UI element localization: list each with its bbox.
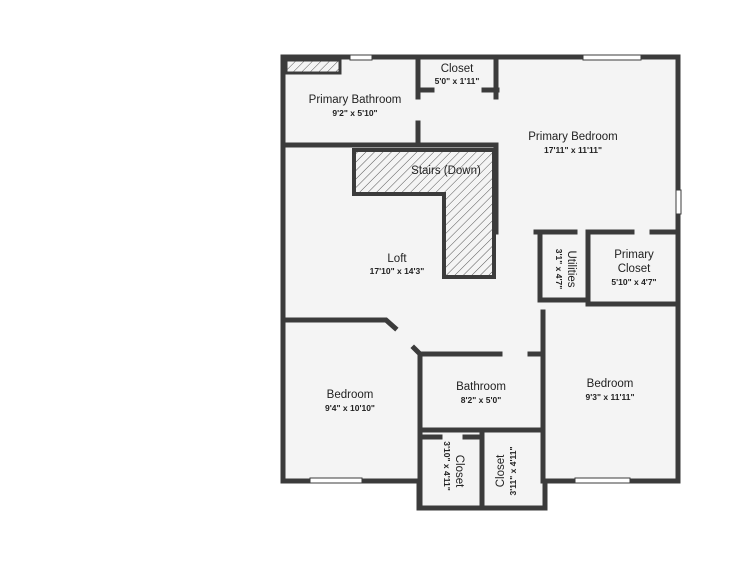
dims-primary-bedroom: 17'11" x 11'11" bbox=[544, 145, 602, 155]
label-closet-bottom-left: Closet bbox=[453, 455, 465, 488]
label-bathroom: Bathroom bbox=[456, 381, 506, 393]
label-primary-bedroom: Primary Bedroom bbox=[528, 131, 617, 143]
label-stairs: Stairs (Down) bbox=[411, 165, 481, 177]
dims-utilities: 3'1" x 4'7" bbox=[554, 249, 564, 289]
label-primary-closet-line2: Closet bbox=[618, 263, 651, 275]
dims-bathroom: 8'2" x 5'0" bbox=[461, 395, 501, 405]
label-utilities: Utilities bbox=[565, 250, 577, 287]
dims-closet-bottom-right: 3'11" x 4'11" bbox=[508, 447, 518, 496]
tub-hatch bbox=[284, 58, 342, 75]
label-bedroom-left: Bedroom bbox=[327, 389, 374, 401]
dims-primary-closet: 5'10" x 4'7" bbox=[611, 277, 656, 287]
label-primary-bathroom: Primary Bathroom bbox=[309, 94, 402, 106]
room-labels: Primary Bathroom 9'2" x 5'10" Closet 5'0… bbox=[309, 63, 657, 495]
label-bedroom-right: Bedroom bbox=[587, 378, 634, 390]
label-closet-top: Closet bbox=[441, 63, 474, 75]
label-closet-bottom-right: Closet bbox=[495, 454, 507, 487]
label-loft: Loft bbox=[387, 253, 407, 265]
dims-bedroom-right: 9'3" x 11'11" bbox=[586, 392, 635, 402]
label-primary-closet-line1: Primary bbox=[614, 249, 654, 261]
dims-closet-bottom-left: 3'10" x 4'11" bbox=[442, 441, 452, 490]
dims-primary-bathroom: 9'2" x 5'10" bbox=[332, 108, 377, 118]
dims-loft: 17'10" x 14'3" bbox=[370, 266, 425, 276]
dims-closet-top: 5'0" x 1'11" bbox=[435, 76, 480, 86]
windows bbox=[309, 54, 682, 484]
dims-bedroom-left: 9'4" x 10'10" bbox=[325, 403, 375, 413]
